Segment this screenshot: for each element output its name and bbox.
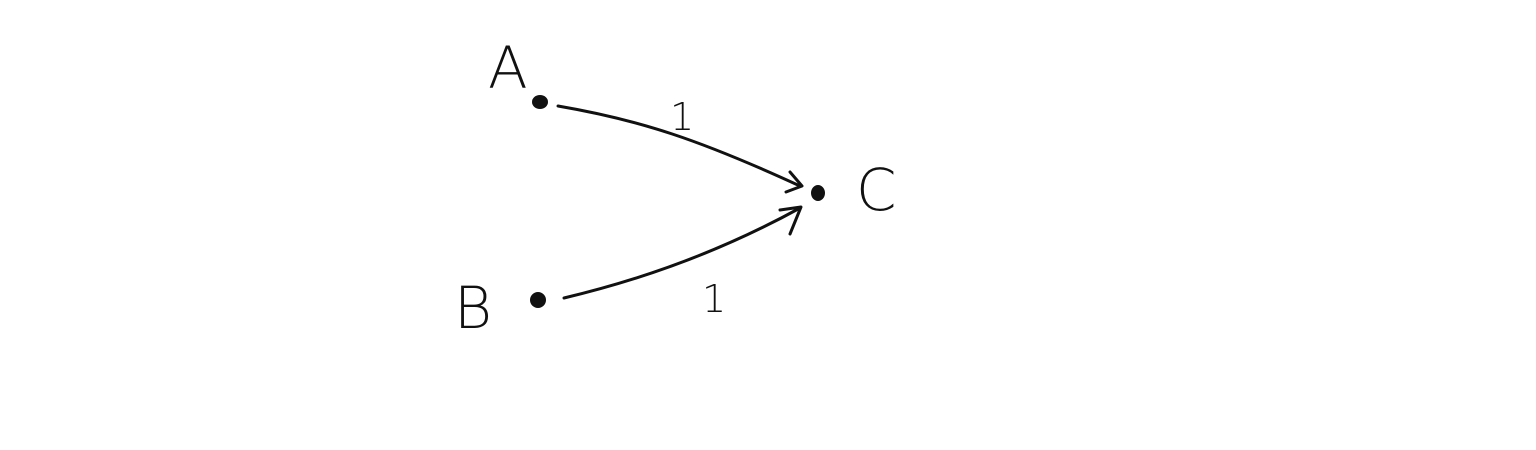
node-c: C <box>811 156 897 224</box>
edge-b-to-c-line <box>562 206 802 300</box>
node-a-label: A <box>488 34 528 102</box>
edge-a-to-c: 1 <box>556 95 804 194</box>
edge-b-to-c-arrowhead <box>778 205 803 236</box>
node-b-label: B <box>454 274 492 342</box>
node-a-dot <box>532 95 548 109</box>
edge-a-to-c-arrowhead <box>784 170 804 194</box>
node-a: A <box>488 34 548 109</box>
edge-a-to-c-weight: 1 <box>670 95 694 139</box>
edge-b-to-c-weight: 1 <box>702 277 726 321</box>
node-c-dot <box>811 185 825 201</box>
edge-b-to-c: 1 <box>562 205 803 321</box>
node-b: B <box>454 274 546 342</box>
node-b-dot <box>530 292 546 308</box>
edge-a-to-c-line <box>556 104 802 188</box>
node-c-label: C <box>856 156 897 224</box>
